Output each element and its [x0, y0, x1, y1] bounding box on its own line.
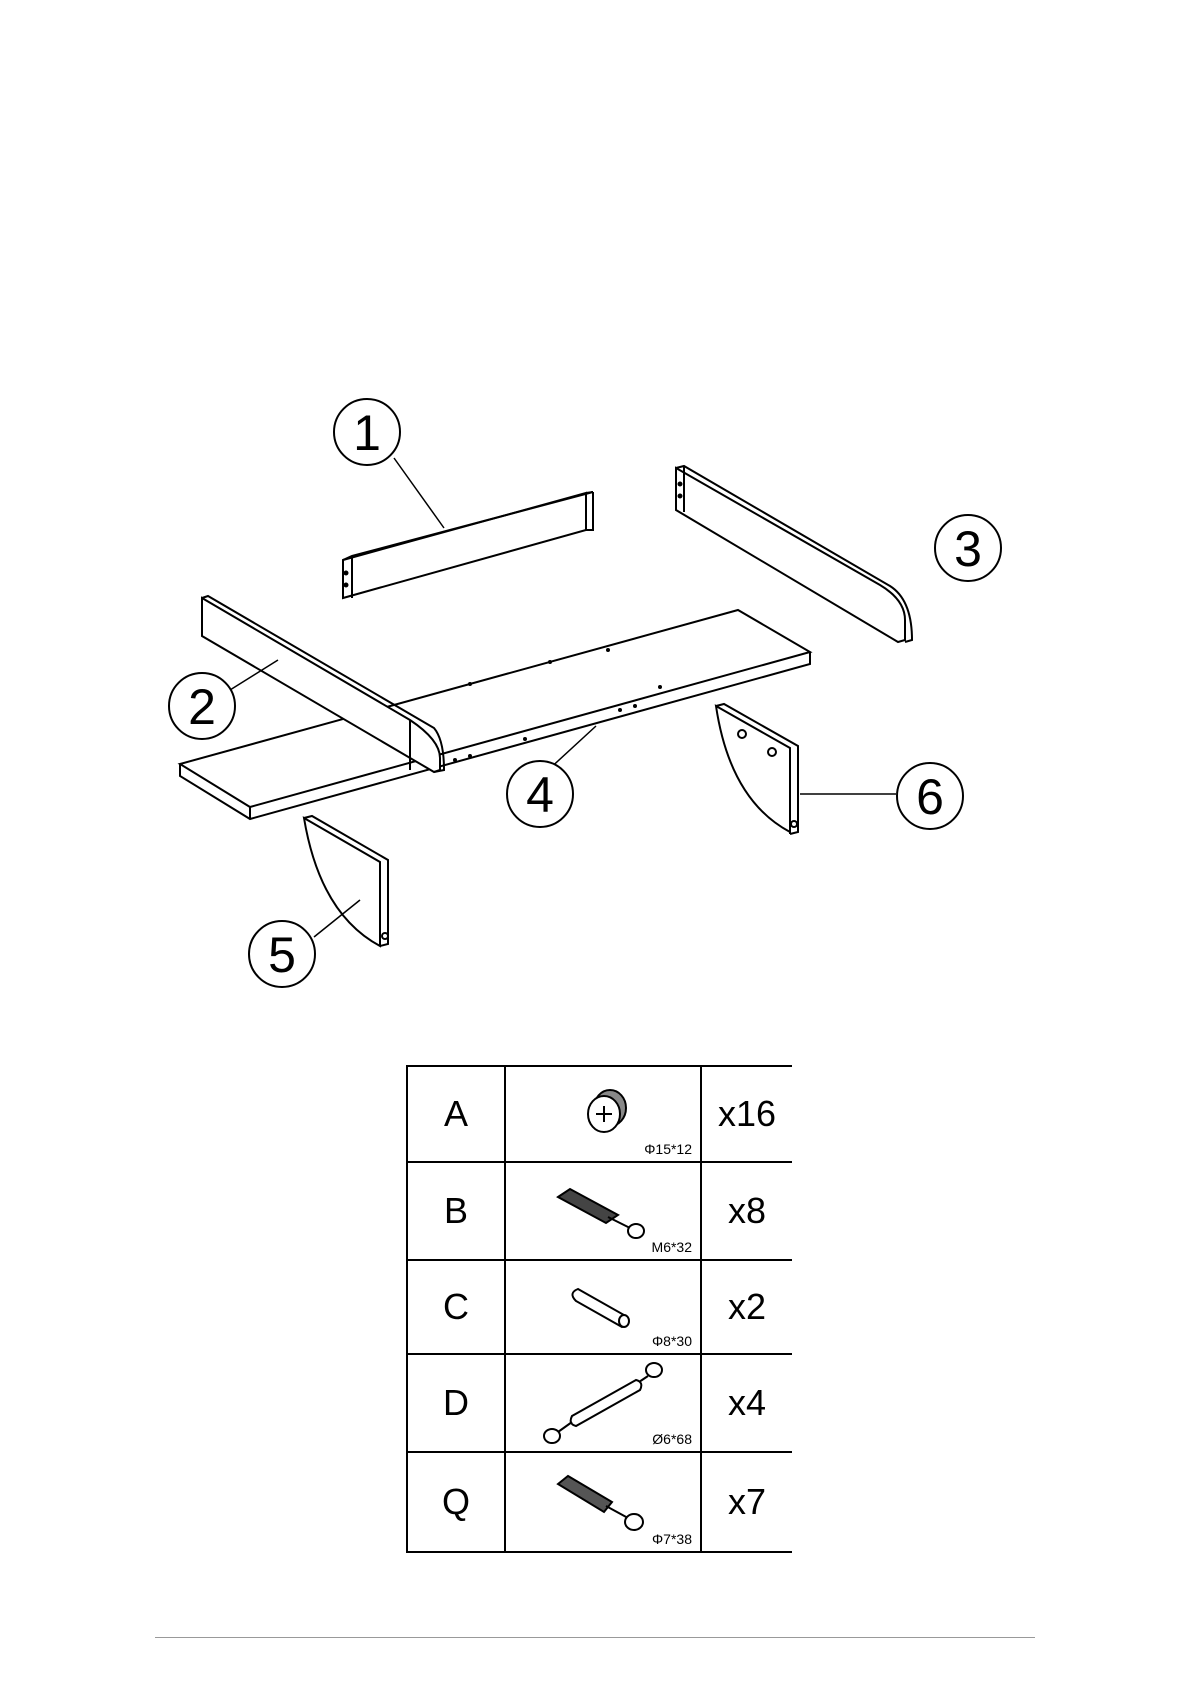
callout-3: 3 [935, 515, 1001, 581]
hardware-letter: D [407, 1354, 505, 1452]
hardware-row-a: A Φ15*12 x16 [407, 1066, 792, 1162]
hardware-image-cell: M6*32 [505, 1162, 701, 1260]
exploded-assembly-diagram: 1 2 3 4 5 6 [0, 0, 1191, 1040]
part-6-bracket [716, 704, 798, 834]
svg-text:3: 3 [954, 521, 982, 577]
part-5-bracket [304, 816, 388, 946]
callout-4: 4 [507, 761, 573, 827]
hardware-image-cell: Ø6*68 [505, 1354, 701, 1452]
hardware-quantity: x2 [701, 1260, 792, 1354]
hardware-row-c: C Φ8*30 x2 [407, 1260, 792, 1354]
svg-text:6: 6 [916, 769, 944, 825]
hardware-row-q: Q Φ7*38 x7 [407, 1452, 792, 1552]
svg-text:2: 2 [188, 679, 216, 735]
cam-lock-icon [568, 1084, 638, 1144]
hardware-quantity: x16 [701, 1066, 792, 1162]
hardware-table: A Φ15*12 x16 B M6*32 x8 C [406, 1065, 792, 1553]
hardware-size: Ø6*68 [652, 1431, 692, 1447]
hardware-size: Φ7*38 [652, 1531, 692, 1547]
hardware-letter: C [407, 1260, 505, 1354]
hardware-letter: Q [407, 1452, 505, 1552]
screw-icon [548, 1470, 658, 1534]
hardware-letter: B [407, 1162, 505, 1260]
hardware-size: M6*32 [652, 1239, 692, 1255]
part-1-rear-rail [343, 492, 593, 598]
hardware-image-cell: Φ7*38 [505, 1452, 701, 1552]
callout-6: 6 [897, 763, 963, 829]
hardware-quantity: x4 [701, 1354, 792, 1452]
hardware-quantity: x8 [701, 1162, 792, 1260]
part-3-side-board [676, 466, 912, 642]
hardware-size: Φ8*30 [652, 1333, 692, 1349]
svg-text:1: 1 [353, 405, 381, 461]
svg-text:4: 4 [526, 767, 554, 823]
svg-text:5: 5 [268, 927, 296, 983]
hardware-image-cell: Φ8*30 [505, 1260, 701, 1354]
hardware-row-d: D Ø6*68 x4 [407, 1354, 792, 1452]
hardware-letter: A [407, 1066, 505, 1162]
wood-dowel-icon [558, 1279, 648, 1335]
callout-2: 2 [169, 673, 235, 739]
callout-1: 1 [334, 399, 400, 465]
hardware-image-cell: Φ15*12 [505, 1066, 701, 1162]
hardware-quantity: x7 [701, 1452, 792, 1552]
footer-divider [155, 1637, 1035, 1638]
hardware-row-b: B M6*32 x8 [407, 1162, 792, 1260]
callout-5: 5 [249, 921, 315, 987]
cam-bolt-icon [548, 1181, 658, 1241]
hardware-size: Φ15*12 [644, 1141, 692, 1157]
